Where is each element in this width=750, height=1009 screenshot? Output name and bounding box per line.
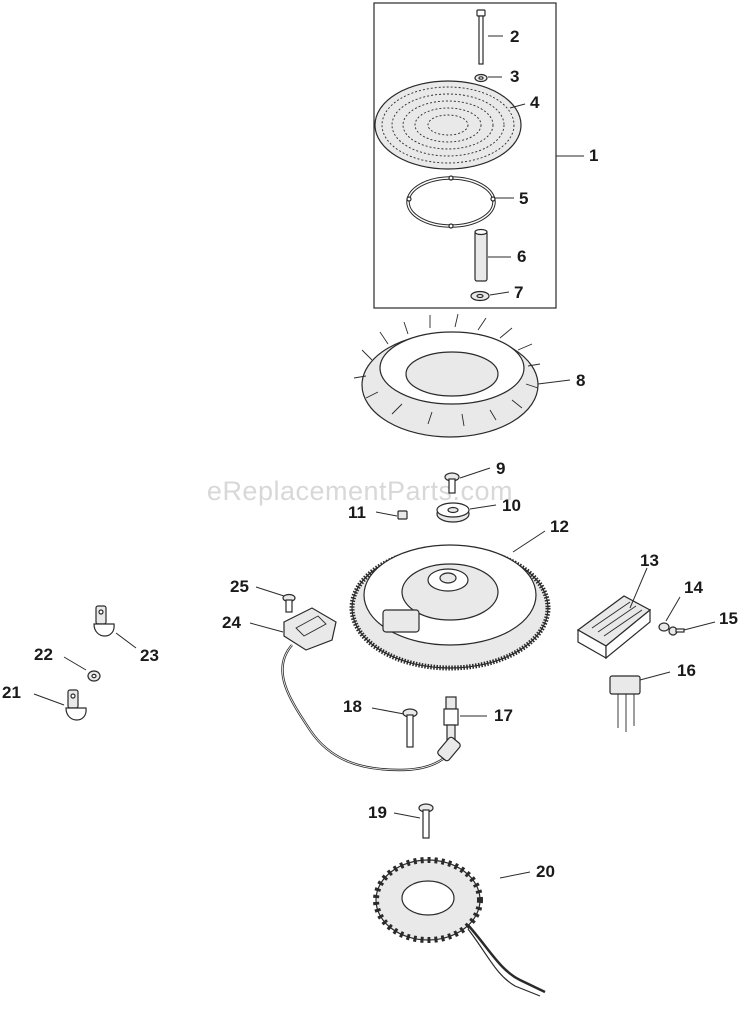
bolt-icon bbox=[402, 708, 418, 748]
bolt-icon bbox=[418, 803, 434, 839]
callout-6: 6 bbox=[517, 247, 526, 266]
clamp-icon bbox=[65, 689, 87, 721]
washer-icon bbox=[470, 290, 490, 302]
callout-16: 16 bbox=[677, 661, 696, 680]
callout-17: 17 bbox=[494, 706, 513, 725]
bolt-icon bbox=[444, 472, 460, 494]
callout-5: 5 bbox=[519, 189, 528, 208]
bolt-icon bbox=[476, 9, 486, 65]
callout-21: 21 bbox=[2, 683, 21, 702]
callout-10: 10 bbox=[502, 496, 521, 515]
callout-23: 23 bbox=[140, 646, 159, 665]
callout-9: 9 bbox=[496, 459, 505, 478]
washer-icon bbox=[87, 670, 101, 682]
connector-icon bbox=[609, 675, 641, 732]
callout-25: 25 bbox=[230, 577, 249, 596]
callout-3: 3 bbox=[510, 67, 519, 86]
gasket-ring-icon bbox=[406, 175, 496, 229]
ignition-module-icon bbox=[281, 607, 461, 772]
callout-12: 12 bbox=[550, 517, 569, 536]
callout-4: 4 bbox=[530, 93, 540, 112]
callout-22: 22 bbox=[34, 645, 53, 664]
callout-20: 20 bbox=[536, 862, 555, 881]
washer-icon bbox=[658, 622, 670, 632]
bolt-icon bbox=[282, 593, 296, 613]
clamp-icon bbox=[93, 605, 115, 637]
bolt-icon bbox=[668, 626, 685, 636]
washer-icon bbox=[474, 73, 488, 83]
woodruff-key-icon bbox=[397, 510, 408, 520]
leader-lines bbox=[33, 35, 716, 879]
watermark: eReplacementParts.com bbox=[207, 476, 513, 506]
debris-screen-icon bbox=[374, 80, 522, 170]
callout-2: 2 bbox=[510, 27, 519, 46]
blower-fan-icon bbox=[353, 313, 541, 438]
callout-13: 13 bbox=[640, 551, 659, 570]
callout-8: 8 bbox=[576, 371, 585, 390]
stator-icon bbox=[373, 857, 546, 997]
regulator-icon bbox=[576, 595, 652, 660]
callout-14: 14 bbox=[684, 578, 703, 597]
callout-24: 24 bbox=[222, 613, 241, 632]
callout-11: 11 bbox=[348, 503, 366, 522]
callout-7: 7 bbox=[514, 283, 523, 302]
flywheel-icon bbox=[349, 544, 551, 671]
callout-15: 15 bbox=[719, 609, 738, 628]
callout-18: 18 bbox=[343, 697, 362, 716]
callout-19: 19 bbox=[368, 803, 387, 822]
callout-1: 1 bbox=[589, 146, 598, 165]
washer-icon bbox=[436, 502, 470, 523]
spacer-sleeve-icon bbox=[474, 228, 488, 282]
